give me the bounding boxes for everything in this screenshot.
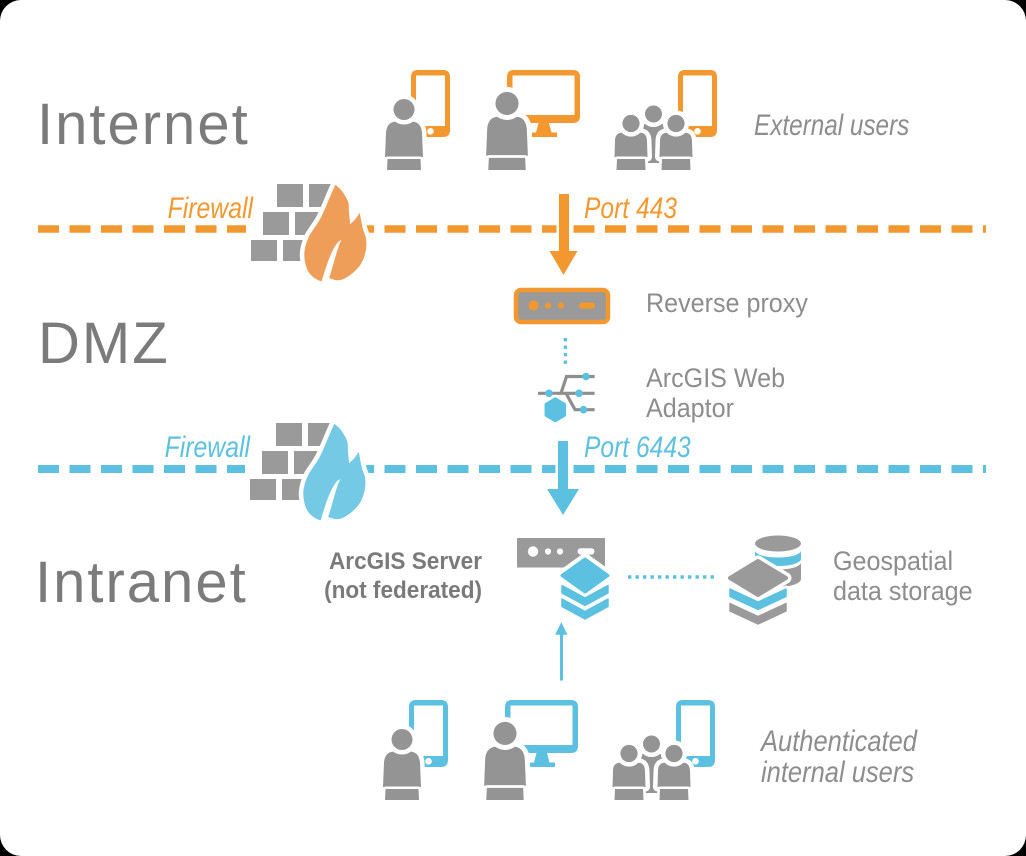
arcgis-server-label: ArcGIS Server (not federated) [324,548,482,604]
port-443-label: Port 443 [584,192,678,225]
external-users-label: External users [754,109,910,142]
firewall-label-bottom: Firewall [164,431,250,464]
internal-users-label: Authenticated internal users [761,725,917,789]
web-adaptor-icon [538,372,595,425]
web-adaptor-label: ArcGIS Web Adaptor [646,363,786,423]
reverse-proxy-label: Reverse proxy [646,288,808,318]
external-users-icons [385,66,722,171]
port-6443-label: Port 6443 [584,431,691,464]
port-6443-arrow [544,438,582,518]
port-443-arrow [547,191,580,278]
internal-users-icons [383,696,720,801]
reverse-proxy-icon [513,287,611,325]
zone-label-internet: Internet [37,92,250,157]
firewall-label-top: Firewall [167,192,253,225]
storage-icon [724,535,801,628]
zone-label-intranet: Intranet [35,550,248,615]
firewall-icon-bottom [245,418,365,521]
zone-label-dmz: DMZ [38,311,170,376]
firewall-icon-top [246,179,366,282]
storage-label: Geospatial data storage [833,546,973,606]
internal-users-arrow [555,622,568,681]
arcgis-server-icon [517,538,614,623]
